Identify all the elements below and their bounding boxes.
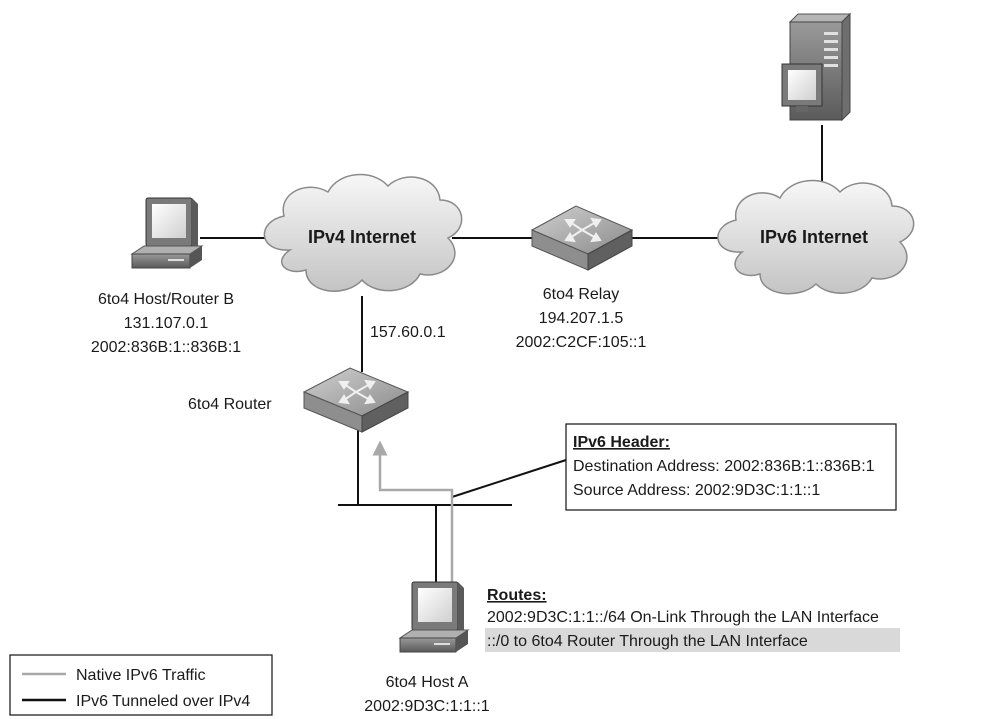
route-highlight: [485, 628, 900, 652]
callout-line: [451, 459, 567, 498]
route-line-2: ::/0 to 6to4 Router Through the LAN Inte…: [487, 633, 808, 650]
server-icon: [781, 12, 852, 122]
router-name: 6to4 Router: [188, 396, 272, 413]
relay-router-icon: [530, 205, 634, 271]
host-a-name: 6to4 Host A: [386, 674, 469, 691]
host-a-ipv6: 2002:9D3C:1:1::1: [364, 698, 490, 715]
relay-ipv6: 2002:C2CF:105::1: [516, 334, 647, 351]
routes-title: Routes:: [487, 587, 547, 604]
ipv6-internet-label: IPv6 Internet: [760, 227, 868, 247]
route-line-1: 2002:9D3C:1:1::/64 On-Link Through the L…: [487, 609, 879, 626]
legend-tunneled-label: IPv6 Tunneled over IPv4: [76, 693, 250, 710]
host-router-b-ipv6: 2002:836B:1::836B:1: [91, 339, 241, 356]
ipv6-cloud: IPv6 Internet: [717, 179, 915, 295]
ipv6-header-title: IPv6 Header:: [573, 434, 670, 451]
relay-name: 6to4 Relay: [543, 286, 620, 303]
legend: Native IPv6 Traffic IPv6 Tunneled over I…: [9, 654, 273, 716]
ipv4-cloud: IPv4 Internet: [263, 173, 463, 292]
ipv6-header-destination: Destination Address: 2002:836B:1::836B:1: [573, 458, 875, 475]
ipv4-internet-label: IPv4 Internet: [308, 227, 416, 247]
routes-block: Routes: 2002:9D3C:1:1::/64 On-Link Throu…: [485, 587, 900, 652]
router-ipv4: 157.60.0.1: [370, 324, 446, 341]
router-icon: [302, 367, 410, 433]
host-router-b-ipv4: 131.107.0.1: [124, 315, 209, 332]
relay-ipv4: 194.207.1.5: [539, 310, 624, 327]
host-a-icon: [398, 581, 470, 653]
native-ipv6-path: [372, 440, 454, 610]
ipv6-header-box: IPv6 Header: Destination Address: 2002:8…: [565, 423, 897, 511]
host-router-b-icon: [130, 197, 204, 269]
host-router-b-name: 6to4 Host/Router B: [98, 291, 234, 308]
connections: [200, 125, 823, 610]
ipv6-header-source: Source Address: 2002:9D3C:1:1::1: [573, 482, 820, 499]
legend-native-label: Native IPv6 Traffic: [76, 667, 206, 684]
